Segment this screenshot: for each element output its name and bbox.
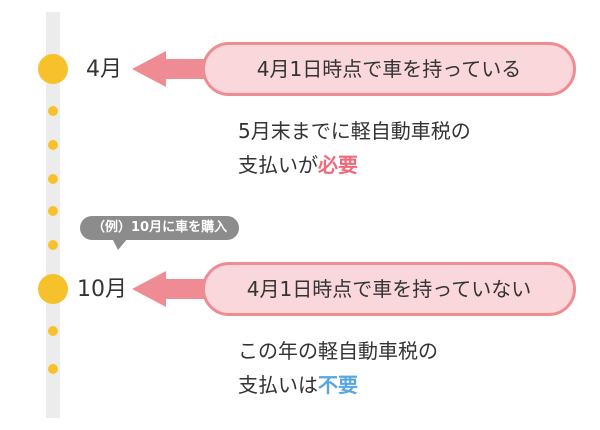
description-october-line1: この年の軽自動車税の (238, 339, 438, 363)
timeline-dot (48, 240, 58, 250)
description-october-line2: 支払いは不要 (238, 368, 438, 402)
arrow-head-october (132, 271, 166, 307)
month-label-october: 10月 (77, 277, 127, 302)
arrow-shaft-october (164, 279, 214, 299)
timeline-dot (48, 140, 58, 150)
description-october: この年の軽自動車税の 支払いは不要 (238, 334, 438, 402)
description-october-prefix: 支払いは (238, 373, 318, 397)
description-april-prefix: 支払いが (238, 153, 318, 177)
description-april-line1: 5月末までに軽自動車税の (238, 119, 471, 143)
timeline-dot (48, 206, 58, 216)
timeline-node-april (38, 54, 68, 84)
status-pill-april: 4月1日時点で車を持っている (202, 42, 576, 96)
arrow-head-april (132, 51, 166, 87)
description-april: 5月末までに軽自動車税の 支払いが必要 (238, 114, 471, 182)
description-april-line2: 支払いが必要 (238, 148, 471, 182)
example-tag: （例）10月に車を購入 (80, 216, 240, 240)
not-required-highlight: 不要 (318, 373, 358, 397)
timeline-dot (48, 106, 58, 116)
month-label-april: 4月 (86, 57, 122, 82)
timeline-dot (48, 364, 58, 374)
timeline-dot (48, 174, 58, 184)
example-tag-tail (112, 238, 128, 250)
timeline-dot (48, 326, 58, 336)
arrow-shaft-april (164, 59, 214, 79)
required-highlight: 必要 (318, 153, 358, 177)
status-pill-october: 4月1日時点で車を持っていない (202, 262, 576, 316)
timeline-node-october (38, 274, 68, 304)
